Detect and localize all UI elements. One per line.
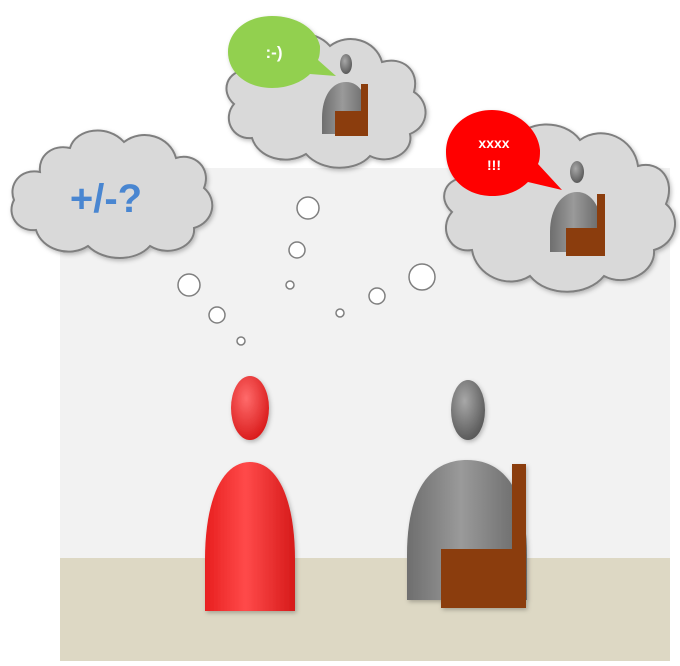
thought-dot — [289, 242, 305, 258]
positive-bubble-label: :-) — [266, 43, 283, 62]
negative-thought-cloud: xxxx !!! — [444, 110, 675, 292]
self-thought-label: +/-? — [70, 177, 142, 221]
thought-dot — [237, 337, 245, 345]
positive-thought-cloud: :-) — [226, 16, 425, 168]
mini-chair-seat — [566, 228, 605, 256]
mini-other-head — [570, 161, 584, 183]
thought-dot — [209, 307, 225, 323]
chair-seat — [441, 549, 525, 608]
self-figure-head — [231, 376, 269, 440]
thought-dot — [286, 281, 294, 289]
negative-bubble-label-line2: !!! — [487, 157, 501, 173]
thought-dot — [409, 264, 435, 290]
room-floor — [60, 558, 670, 661]
thought-dot — [297, 197, 319, 219]
self-thought-cloud: +/-? — [11, 131, 212, 258]
thought-dot — [178, 274, 200, 296]
mini-chair-seat — [335, 111, 368, 136]
thought-dot — [336, 309, 344, 317]
mini-other-head — [340, 54, 352, 74]
thought-dot — [369, 288, 385, 304]
other-figure-head — [451, 380, 485, 440]
negative-bubble-label-line1: xxxx — [478, 135, 509, 151]
